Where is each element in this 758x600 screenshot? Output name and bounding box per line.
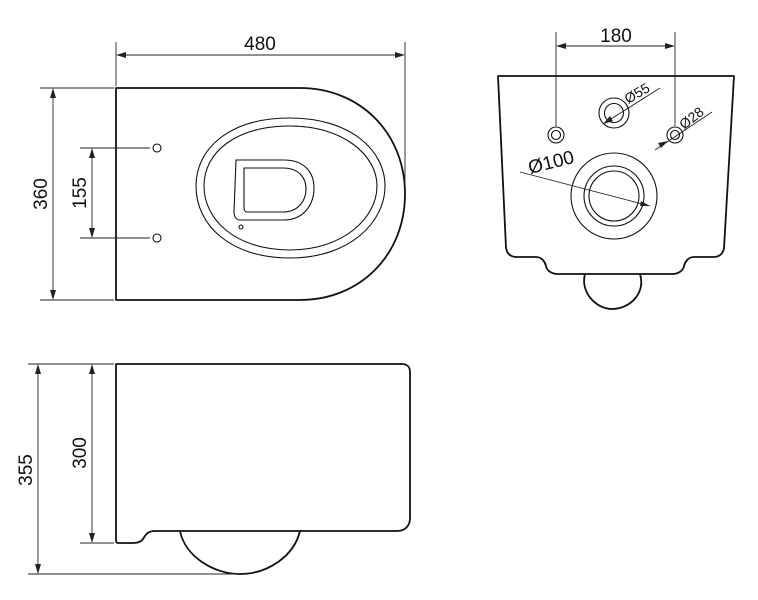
top-view-drain-outer: [233, 159, 315, 221]
dimension-length-label: 480: [244, 34, 276, 55]
callout-outlet-label: Ø100: [526, 147, 576, 179]
rear-view-trap-bulge: [583, 273, 643, 310]
dimension-rear-spacing: 180: [555, 26, 676, 126]
callout-inlet: Ø55: [602, 79, 661, 125]
top-view-outline: [115, 87, 406, 301]
top-view-bowl-rim: [195, 117, 386, 259]
inlet-outer-circle: [598, 97, 630, 129]
dimension-width: 360: [31, 87, 114, 301]
side-view: 355 300: [16, 363, 411, 575]
dimension-bolt-spacing-label: 155: [70, 177, 91, 209]
rear-bolt-hole-left-outer: [547, 126, 565, 144]
inlet-inner-circle: [603, 102, 625, 124]
outlet-mid-circle: [583, 165, 645, 227]
dimension-length: 480: [115, 34, 406, 184]
dimension-rear-spacing-label: 180: [600, 26, 632, 47]
rear-view-outline: [497, 75, 735, 275]
side-view-trap-bulge: [179, 530, 301, 575]
seat-bolt-hole-upper: [152, 143, 162, 153]
dimension-bolt-spacing: 155: [70, 147, 150, 239]
dimension-height-total: 355: [16, 363, 238, 575]
rear-bolt-hole-right-inner: [669, 129, 681, 141]
dimension-height-body-label: 300: [70, 437, 91, 469]
side-view-outline: [115, 363, 411, 544]
top-view-drain-inner: [243, 167, 307, 213]
rear-view: 180 Ø55 Ø28 Ø100: [497, 26, 735, 310]
top-view: 480 360 155: [31, 34, 406, 301]
callout-bolt-hole-label: Ø28: [676, 103, 707, 132]
outlet-outer-circle: [570, 152, 658, 240]
dimension-width-label: 360: [31, 178, 52, 210]
rear-bolt-hole-right-outer: [666, 126, 684, 144]
top-view-bowl-inner: [203, 125, 378, 251]
outlet-inner-circle: [588, 170, 640, 222]
dimension-height-body: 300: [70, 363, 114, 544]
rear-bolt-hole-left-inner: [550, 129, 562, 141]
top-view-drain-dot: [238, 224, 244, 230]
callout-bolt-hole: Ø28: [654, 103, 713, 151]
dimension-height-total-label: 355: [16, 454, 37, 486]
seat-bolt-hole-lower: [152, 233, 162, 243]
